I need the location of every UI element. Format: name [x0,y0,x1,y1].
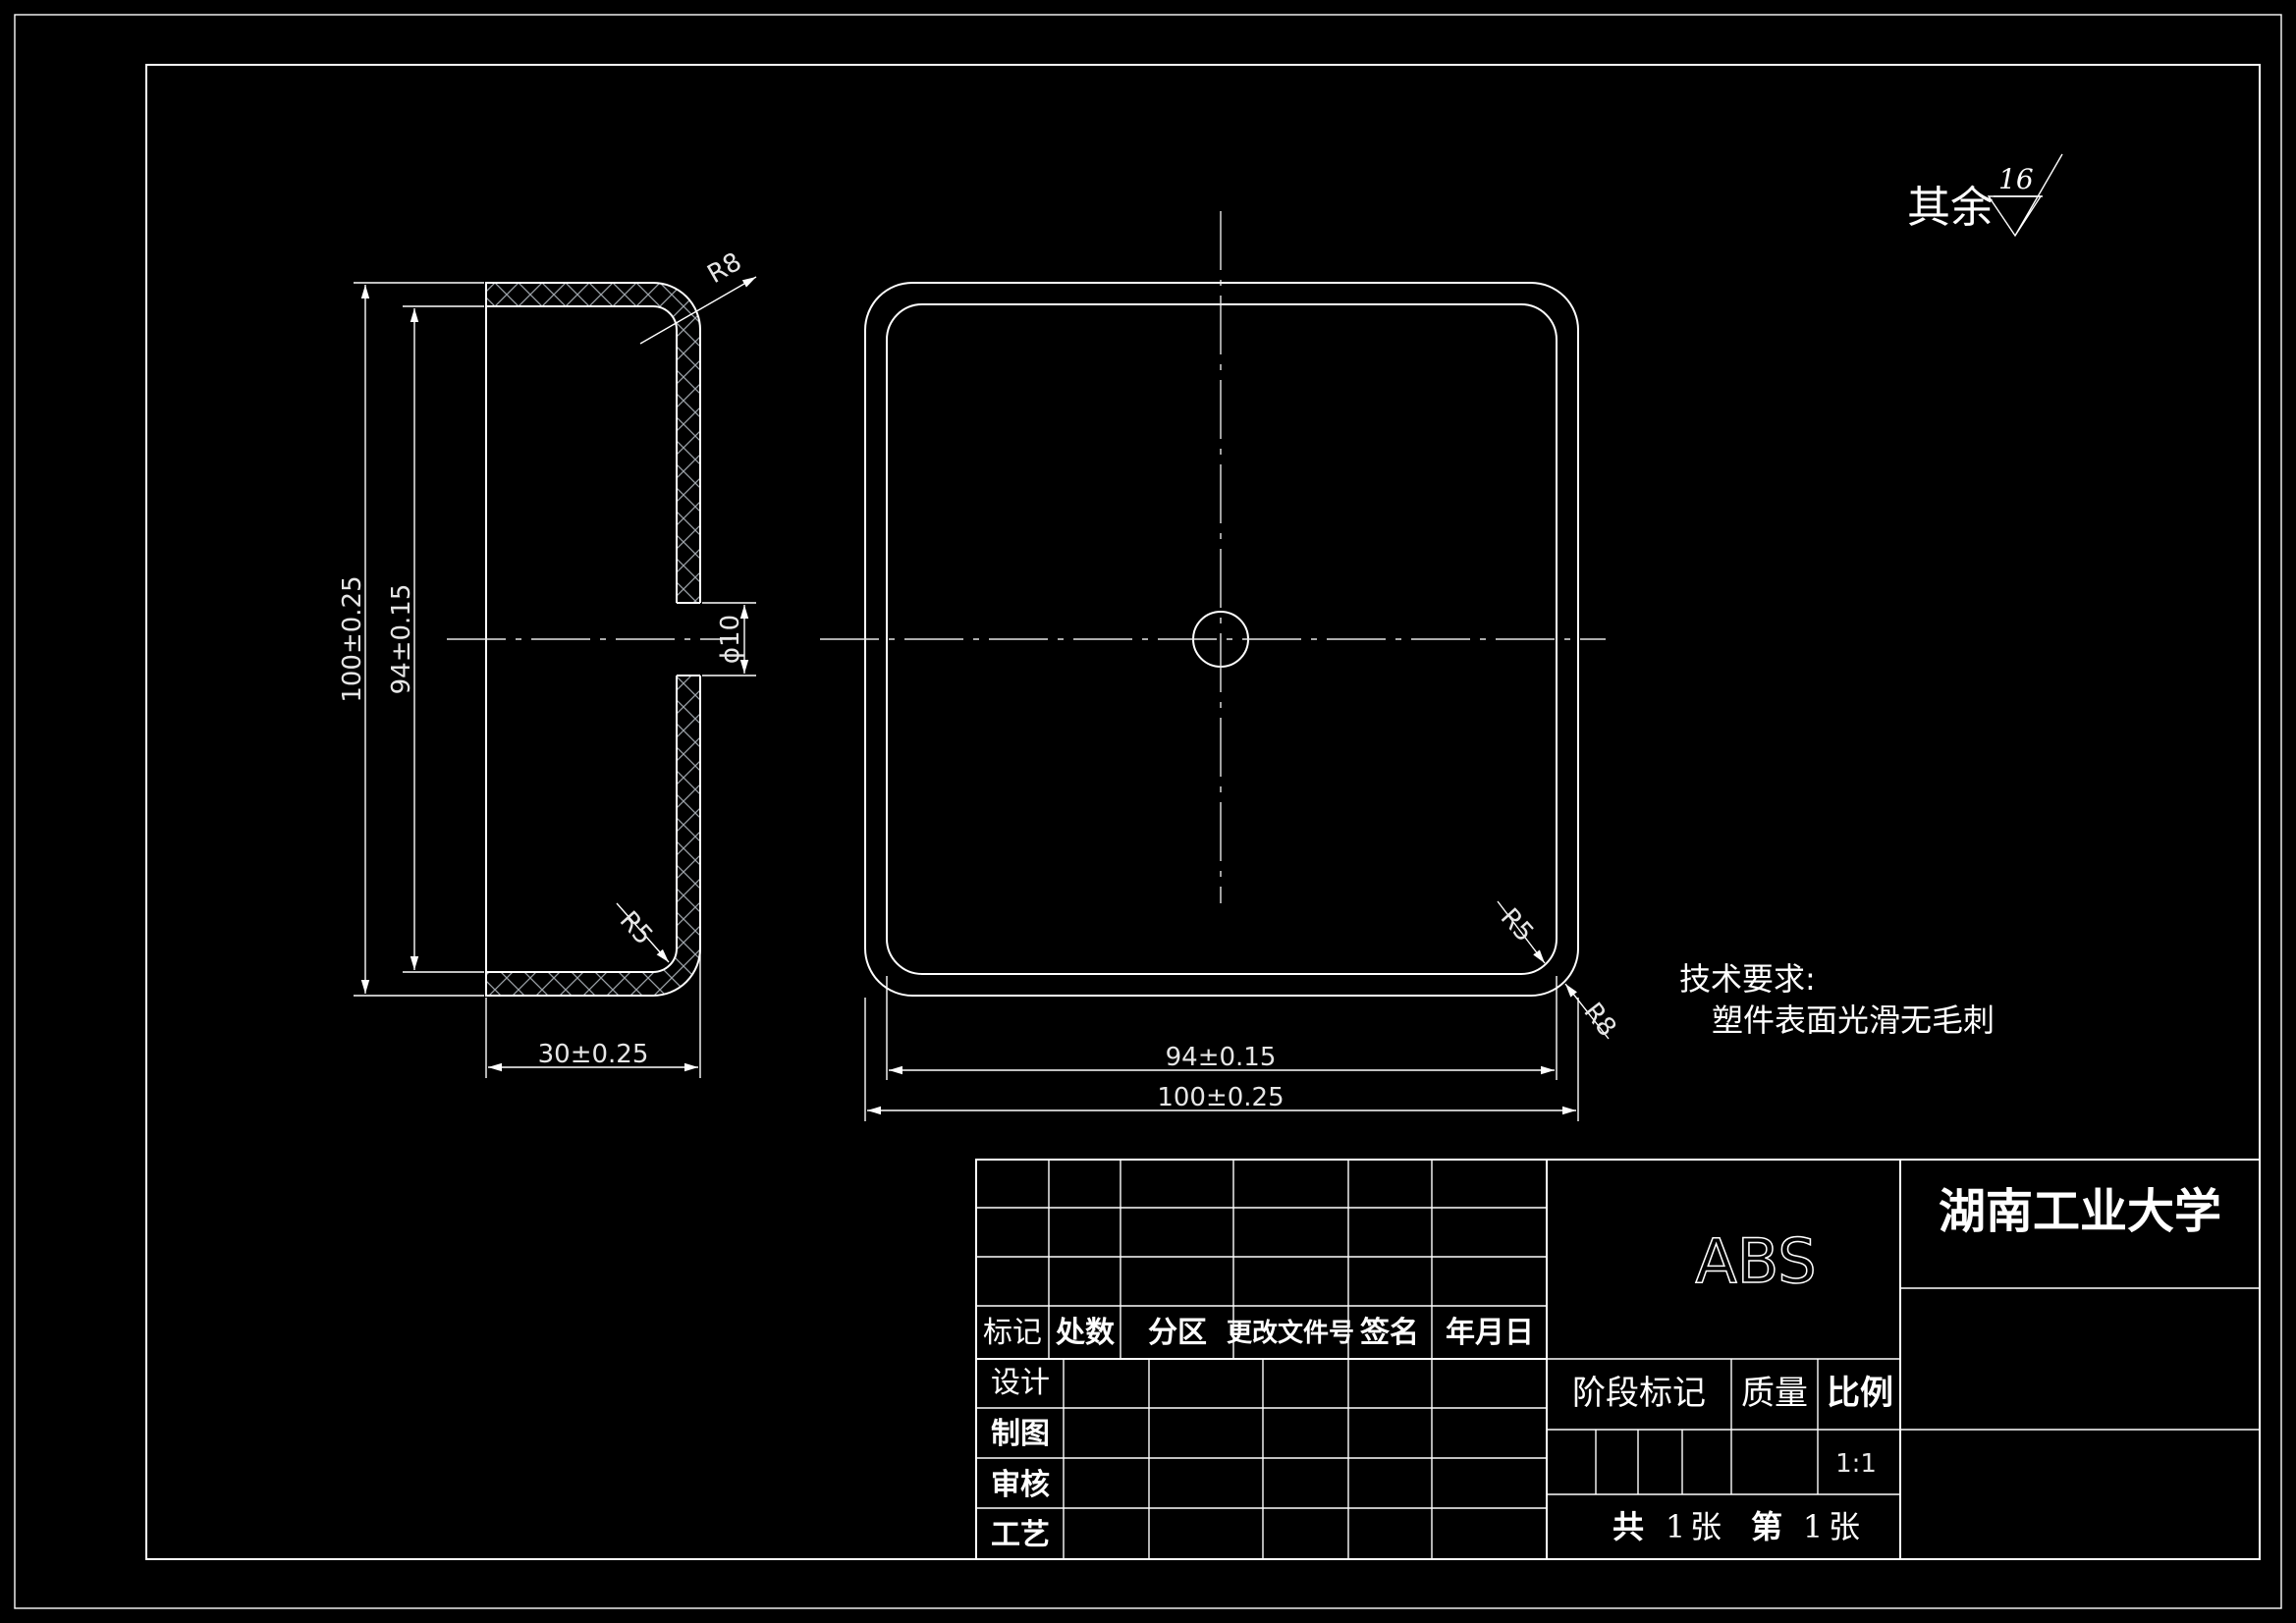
roughness-value: 16 [1998,163,2034,195]
scale-value: 1:1 [1835,1449,1877,1479]
dim-r5-front: R5 [1495,903,1539,948]
surface-roughness-note: 其余 16 [1907,153,2063,238]
leader-r5-side [616,902,670,963]
sheet-total: 1 [1666,1508,1685,1545]
row-design: 设计 [991,1366,1050,1400]
rev-header-count: 处数 [1055,1316,1116,1350]
leader-r8-front [1564,983,1610,1040]
stage-header-mark: 阶段标记 [1572,1374,1706,1413]
front-outer-outline [864,282,1579,997]
outer-sheet-border [14,14,2282,1609]
material: ABS [1695,1225,1816,1297]
dim-r5-side: R5 [614,906,658,951]
leader-r5-front [1497,900,1546,964]
dim-hole: ϕ10 [716,615,745,664]
sheet-index-prefix: 第 [1751,1508,1782,1545]
tech-title: 技术要求: [1679,960,1816,998]
rev-header-zone: 分区 [1148,1316,1207,1350]
dim-r8-front: R8 [1577,998,1621,1043]
side-section-view: 100±0.25 94±0.15 ϕ10 30±0.25 R8 R5 [338,247,757,1078]
rev-header-doc: 更改文件号 [1227,1318,1354,1348]
side-wall-hatch [485,282,701,997]
dim-w-outer: 100±0.25 [1157,1083,1284,1112]
row-drawing: 制图 [991,1417,1050,1451]
row-process: 工艺 [991,1518,1050,1552]
sheet-index: 1 [1803,1508,1823,1545]
tech-line-1: 塑件表面光滑无毛刺 [1712,1001,1995,1039]
dim-r8-side: R8 [703,247,747,290]
sheet-index-unit: 张 [1829,1508,1860,1545]
dim-h-inner: 94±0.15 [387,584,416,695]
sheet-total-unit: 张 [1690,1508,1722,1545]
rev-header-date: 年月日 [1446,1316,1534,1350]
stage-header-scale: 比例 [1827,1374,1893,1413]
front-inner-outline [886,303,1558,975]
rev-header-sign: 签名 [1360,1316,1419,1350]
dim-h-outer: 100±0.25 [338,575,367,702]
stage-header-mass: 质量 [1741,1374,1808,1413]
school-name: 湖南工业大学 [1939,1184,2221,1239]
roughness-prefix: 其余 [1907,183,1994,233]
dim-w-inner: 94±0.15 [1166,1043,1277,1072]
front-view: 94±0.15 100±0.25 R5 R8 [820,211,1621,1121]
leader-r8-side [639,276,757,345]
rev-header-mark: 标记 [983,1316,1042,1350]
row-review: 审核 [991,1468,1050,1502]
title-block: 标记 处数 分区 更改文件号 签名 年月日 设计 制图 审核 工艺 ABS 阶段… [975,1159,2261,1560]
sheet-total-prefix: 共 [1613,1508,1644,1545]
dim-depth: 30±0.25 [538,1040,649,1069]
